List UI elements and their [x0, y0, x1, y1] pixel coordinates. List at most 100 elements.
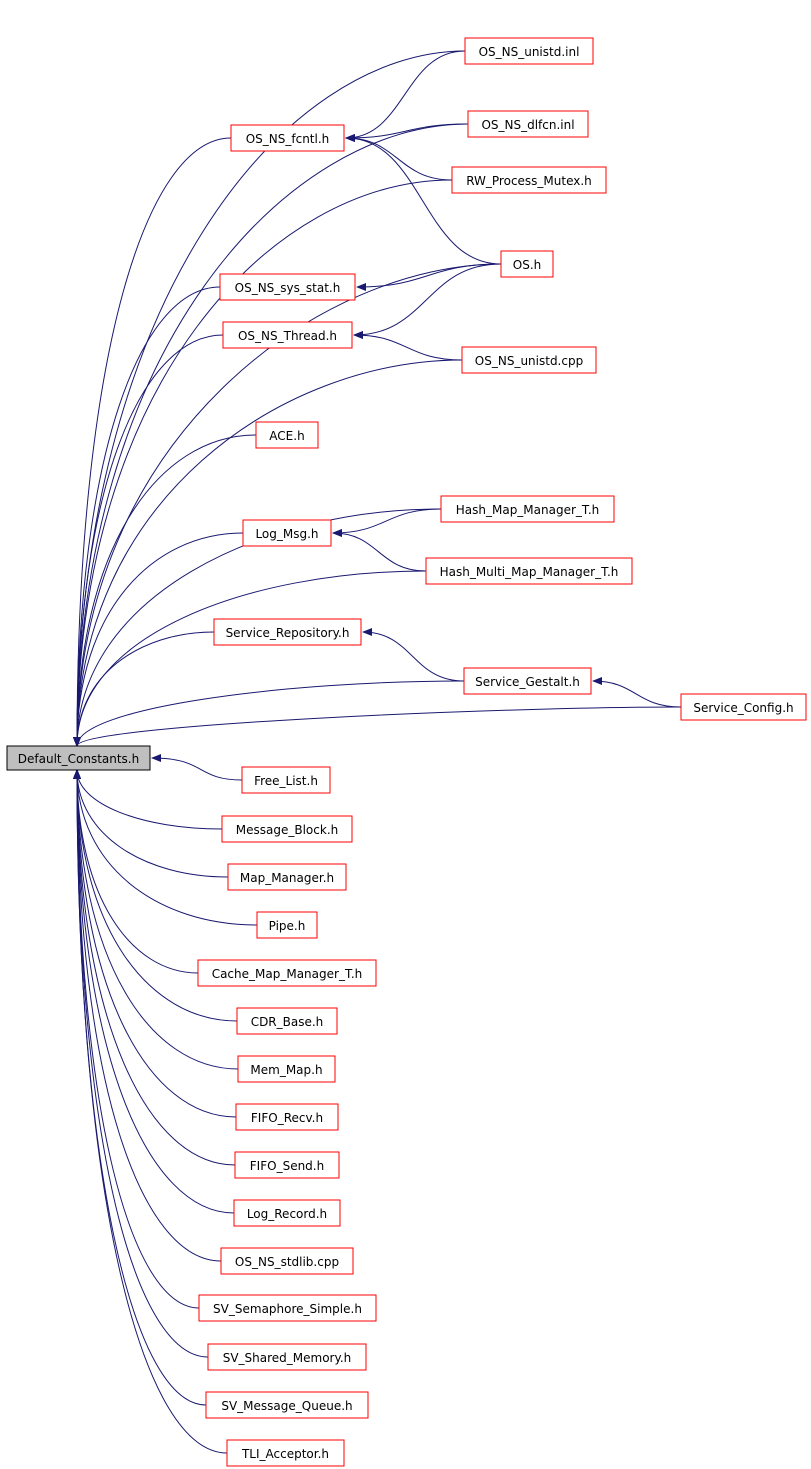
- node-label: SV_Shared_Memory.h: [223, 1351, 352, 1365]
- node-box: [227, 863, 347, 891]
- node-message-block[interactable]: Message_Block.h: [221, 815, 353, 843]
- node-label: Free_List.h: [254, 774, 318, 788]
- node-fifo-send[interactable]: FIFO_Send.h: [234, 1151, 340, 1179]
- edge-log_msg-to-default_constants: [73, 532, 244, 747]
- edge-ace_h-to-default_constants: [73, 434, 257, 747]
- edge-log_record-to-default_constants: [73, 769, 235, 1214]
- node-os-ns-fcntl[interactable]: OS_NS_fcntl.h: [230, 124, 345, 152]
- node-os-ns-thread[interactable]: OS_NS_Thread.h: [222, 321, 353, 349]
- node-os-ns-stdlib-cpp[interactable]: OS_NS_stdlib.cpp: [220, 1247, 354, 1275]
- edge-os_ns_unistd_inl-to-os_ns_fcntl: [345, 50, 466, 142]
- node-label: SV_Semaphore_Simple.h: [213, 1302, 362, 1316]
- edge-rw_process_mutex-to-default_constants: [73, 179, 453, 747]
- node-box: [425, 557, 633, 585]
- node-hash-multi-map-manager[interactable]: Hash_Multi_Map_Manager_T.h: [425, 557, 633, 585]
- node-box: [241, 766, 331, 794]
- edge-pipe_h-to-default_constants: [73, 769, 258, 926]
- edge-mem_map-to-default_constants: [73, 769, 239, 1070]
- node-service-config[interactable]: Service_Config.h: [680, 693, 807, 721]
- node-box: [461, 346, 597, 374]
- node-map-manager[interactable]: Map_Manager.h: [227, 863, 347, 891]
- edge-os_ns_unistd_cpp-to-default_constants: [73, 359, 463, 747]
- edge-cdr_base-to-default_constants: [73, 769, 238, 1022]
- node-box: [226, 1439, 345, 1467]
- node-cache-map-manager[interactable]: Cache_Map_Manager_T.h: [197, 959, 377, 987]
- node-box: [236, 1007, 338, 1035]
- node-box: [500, 250, 554, 278]
- node-box: [242, 519, 332, 547]
- node-box: [221, 815, 353, 843]
- node-os-ns-unistd-cpp[interactable]: OS_NS_unistd.cpp: [461, 346, 597, 374]
- node-label: OS_NS_stdlib.cpp: [235, 1255, 339, 1269]
- node-label: OS_NS_Thread.h: [238, 329, 337, 343]
- node-sv-semaphore-simple[interactable]: SV_Semaphore_Simple.h: [198, 1294, 377, 1322]
- node-label: Mem_Map.h: [250, 1063, 322, 1077]
- node-label: OS_NS_unistd.inl: [479, 45, 580, 59]
- node-box: [463, 667, 592, 695]
- node-box: [198, 1294, 377, 1322]
- node-cdr-base[interactable]: CDR_Base.h: [236, 1007, 338, 1035]
- node-label: OS_NS_fcntl.h: [246, 132, 330, 146]
- node-box: [464, 37, 594, 65]
- edge-os_ns_unistd_cpp-to-os_ns_thread: [353, 331, 463, 361]
- node-log-msg[interactable]: Log_Msg.h: [242, 519, 332, 547]
- edge-hash_map_manager-to-default_constants: [73, 508, 442, 747]
- node-sv-message-queue[interactable]: SV_Message_Queue.h: [205, 1391, 369, 1419]
- edge-os_ns_thread-to-default_constants: [73, 334, 224, 747]
- edge-os_h-to-os_ns_sys_stat: [356, 263, 502, 291]
- node-box: [235, 1103, 339, 1131]
- node-box: [467, 110, 589, 138]
- edge-os_ns_dlfcn_inl-to-default_constants: [73, 123, 469, 747]
- node-tli-acceptor[interactable]: TLI_Acceptor.h: [226, 1439, 345, 1467]
- node-label: OS_NS_dlfcn.inl: [481, 118, 574, 132]
- edge-map_manager-to-default_constants: [73, 769, 229, 878]
- node-box: [205, 1391, 369, 1419]
- node-label: Service_Gestalt.h: [475, 675, 580, 689]
- node-service-repository[interactable]: Service_Repository.h: [213, 618, 362, 646]
- node-sv-shared-memory[interactable]: SV_Shared_Memory.h: [207, 1343, 367, 1371]
- node-mem-map[interactable]: Mem_Map.h: [237, 1055, 336, 1083]
- edge-service_repository-to-default_constants: [73, 631, 215, 747]
- node-box: [237, 1055, 336, 1083]
- node-label: Log_Record.h: [247, 1207, 327, 1221]
- node-label: CDR_Base.h: [251, 1015, 324, 1029]
- node-box: [230, 124, 345, 152]
- edge-os_h-to-os_ns_thread: [353, 263, 502, 339]
- node-free-list[interactable]: Free_List.h: [241, 766, 331, 794]
- node-label: Hash_Map_Manager_T.h: [456, 503, 599, 517]
- node-box: [6, 745, 151, 771]
- node-os-ns-dlfcn-inl[interactable]: OS_NS_dlfcn.inl: [467, 110, 589, 138]
- edge-rw_process_mutex-to-os_ns_fcntl: [345, 134, 453, 181]
- node-box: [234, 1151, 340, 1179]
- node-os-h[interactable]: OS.h: [500, 250, 554, 278]
- edge-sv_semaphore_simple-to-default_constants: [73, 769, 200, 1309]
- node-label: Hash_Multi_Map_Manager_T.h: [440, 565, 619, 579]
- edge-free_list-to-default_constants: [151, 754, 243, 781]
- edge-sv_shared_memory-to-default_constants: [73, 769, 209, 1358]
- node-pipe-h[interactable]: Pipe.h: [256, 911, 318, 939]
- node-label: RW_Process_Mutex.h: [466, 174, 592, 188]
- edges-layer: [73, 50, 682, 1454]
- edge-message_block-to-default_constants: [73, 769, 223, 830]
- node-default-constants[interactable]: Default_Constants.h: [6, 745, 151, 771]
- node-label: OS.h: [513, 258, 541, 272]
- node-label: OS_NS_unistd.cpp: [475, 354, 583, 368]
- node-label: Log_Msg.h: [255, 527, 318, 541]
- edge-fifo_recv-to-default_constants: [73, 769, 237, 1118]
- node-label: Service_Repository.h: [226, 626, 350, 640]
- node-label: ACE.h: [269, 429, 304, 443]
- node-fifo-recv[interactable]: FIFO_Recv.h: [235, 1103, 339, 1131]
- node-ace-h[interactable]: ACE.h: [255, 421, 319, 449]
- node-box: [213, 618, 362, 646]
- node-rw-process-mutex[interactable]: RW_Process_Mutex.h: [451, 166, 607, 194]
- node-os-ns-unistd-inl[interactable]: OS_NS_unistd.inl: [464, 37, 594, 65]
- node-os-ns-sys-stat[interactable]: OS_NS_sys_stat.h: [219, 273, 356, 301]
- edge-os_ns_sys_stat-to-default_constants: [73, 286, 221, 747]
- node-hash-map-manager[interactable]: Hash_Map_Manager_T.h: [440, 495, 615, 523]
- node-service-gestalt[interactable]: Service_Gestalt.h: [463, 667, 592, 695]
- edge-tli_acceptor-to-default_constants: [73, 769, 228, 1454]
- edge-os_h-to-os_ns_fcntl: [345, 134, 502, 265]
- node-log-record[interactable]: Log_Record.h: [233, 1199, 341, 1227]
- node-box: [256, 911, 318, 939]
